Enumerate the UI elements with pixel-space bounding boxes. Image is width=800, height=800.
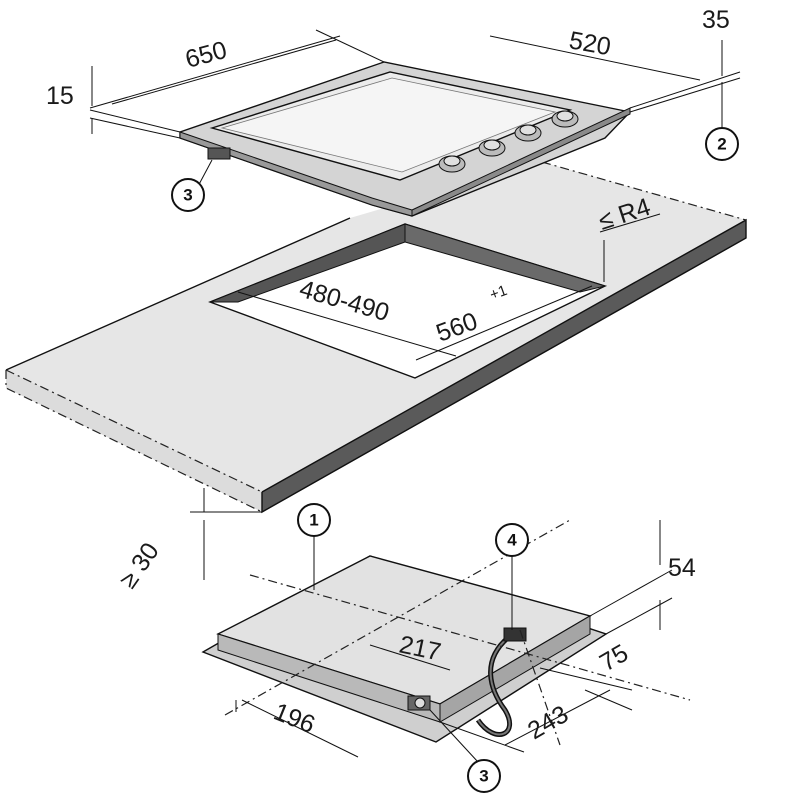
gas-hob [179,61,632,217]
dim-650: 650 [182,36,230,74]
cable-terminal-box [503,627,527,642]
callout-2: 2 [705,127,739,161]
callout-3-bottom-label: 3 [479,767,488,786]
callout-3-top: 3 [171,178,205,212]
callout-1-label: 1 [309,511,318,530]
worktop-front-face [6,370,262,512]
dim-520: 520 [567,26,613,61]
cutout-inner-wall-right [404,223,607,293]
gas-connector-top [207,147,231,160]
dim-35: 35 [702,6,730,34]
callout-3-top-label: 3 [183,186,192,205]
dim-196: 196 [270,698,319,740]
dim-15: 15 [46,82,74,110]
knob-2 [478,139,506,157]
dim-560-tolerance: +1 [488,282,510,304]
dim-75: 75 [595,639,633,677]
callout-4-label: 4 [507,531,517,550]
dimension-lines-top [89,29,741,580]
hob-glass-inner [220,77,557,173]
worktop [5,161,747,514]
underside-body-side-right [439,615,591,723]
callout-3-bottom: 3 [467,759,501,793]
hob-underside [201,519,691,746]
hob-side-edge [411,107,631,217]
callout-4: 4 [495,523,529,557]
knob-1 [438,155,466,173]
control-knobs [438,110,579,173]
dim-243: 243 [523,700,573,745]
callout-2-label: 2 [717,135,726,154]
callout-1: 1 [297,503,331,537]
dim-30: ≥ 30 [114,538,165,594]
callouts: 1 2 3 3 4 [171,127,739,793]
knob-4 [551,110,579,128]
dimension-lines-bottom [195,120,723,763]
dim-54: 54 [668,554,696,582]
knob-3 [514,124,542,142]
